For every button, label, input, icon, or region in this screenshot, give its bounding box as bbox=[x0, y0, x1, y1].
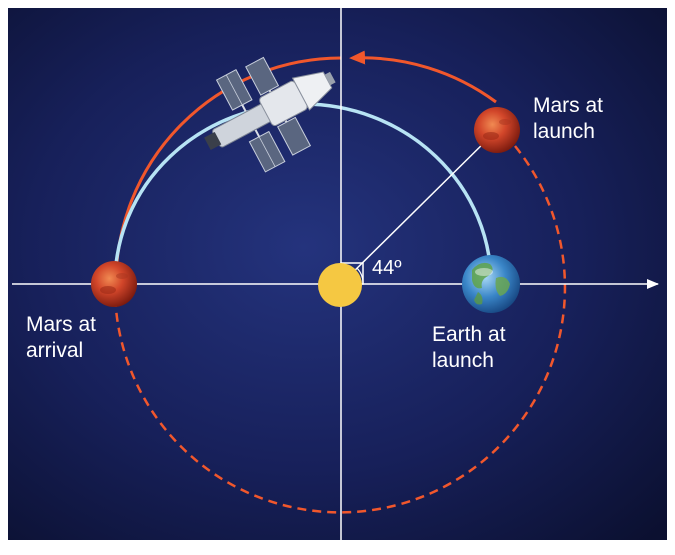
mars-at-arrival bbox=[91, 261, 137, 307]
mars-orbit-dashed bbox=[113, 145, 567, 514]
launch-direction-line bbox=[340, 129, 498, 285]
earth-at-launch-label: Earth at launch bbox=[432, 323, 506, 372]
angle-arc bbox=[356, 267, 364, 285]
mars-at-launch bbox=[474, 107, 520, 153]
angle-label: 44º bbox=[372, 257, 402, 279]
mars-at-arrival-label: Mars at arrival bbox=[26, 313, 97, 362]
earth-at-launch bbox=[462, 255, 520, 313]
spacecraft bbox=[204, 56, 336, 173]
mars-orbit-solid bbox=[349, 50, 497, 104]
mars-at-launch-label: Mars at launch bbox=[533, 94, 604, 143]
sun bbox=[318, 263, 362, 307]
